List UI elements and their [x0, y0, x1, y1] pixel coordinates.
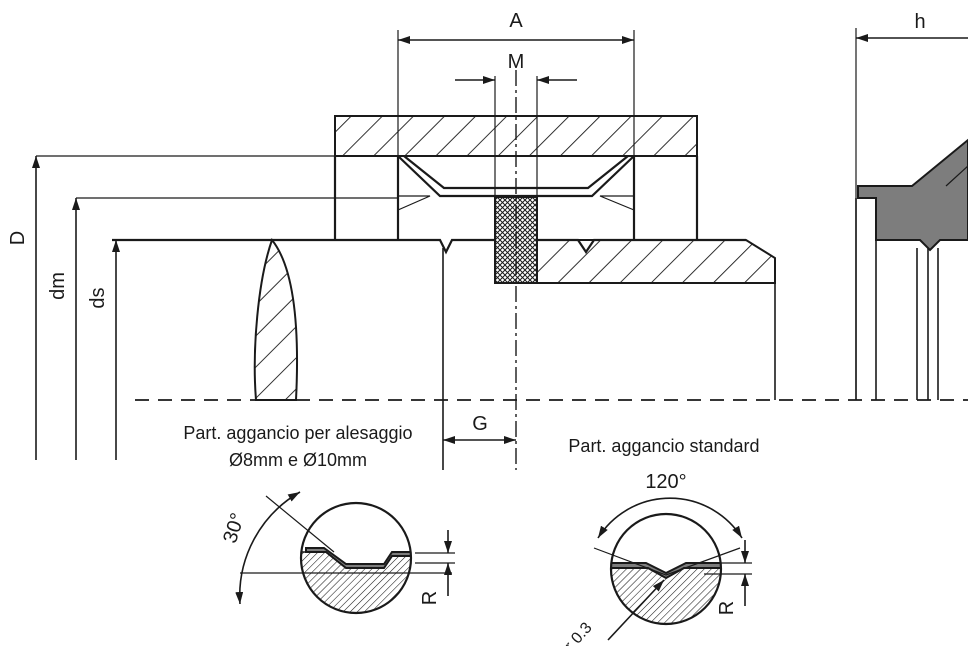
main-section-view: [112, 70, 968, 470]
side-view: [855, 138, 968, 400]
angle-30-label: 30°: [219, 510, 249, 546]
side-seal-profile: [857, 138, 968, 252]
rod-face-lines: [442, 248, 776, 470]
detail-bore-caption-2: Ø8mm e Ø10mm: [229, 450, 367, 470]
dim-m-label: M: [508, 51, 525, 73]
dim-d-label: D: [7, 231, 29, 245]
piston-rod: [536, 239, 776, 284]
seal-wedge-lines: [397, 195, 635, 211]
dim-dm-label: dm: [47, 272, 69, 300]
detail-standard-circle: 120° R r 0.3: [562, 471, 752, 646]
cut-section-leaf: [253, 237, 299, 401]
side-view-lines: [855, 198, 939, 400]
dim-a-label: A: [509, 10, 523, 32]
detail-bore-caption-1: Part. aggancio per alesaggio: [183, 423, 412, 443]
dim-h-label: h: [914, 11, 925, 33]
detail-standard-caption: Part. aggancio standard: [568, 436, 759, 456]
detail-bore-circle: R 30°: [219, 491, 455, 615]
dim-g-label: G: [472, 413, 488, 435]
dim-r-right-label: R: [716, 601, 738, 615]
angle-120-label: 120°: [645, 471, 686, 493]
radius-r03-label: r 0.3: [562, 619, 596, 646]
dimensions: A M h D dm ds G: [7, 10, 968, 460]
dim-ds-label: ds: [87, 287, 109, 308]
dim-r-left-label: R: [419, 591, 441, 605]
